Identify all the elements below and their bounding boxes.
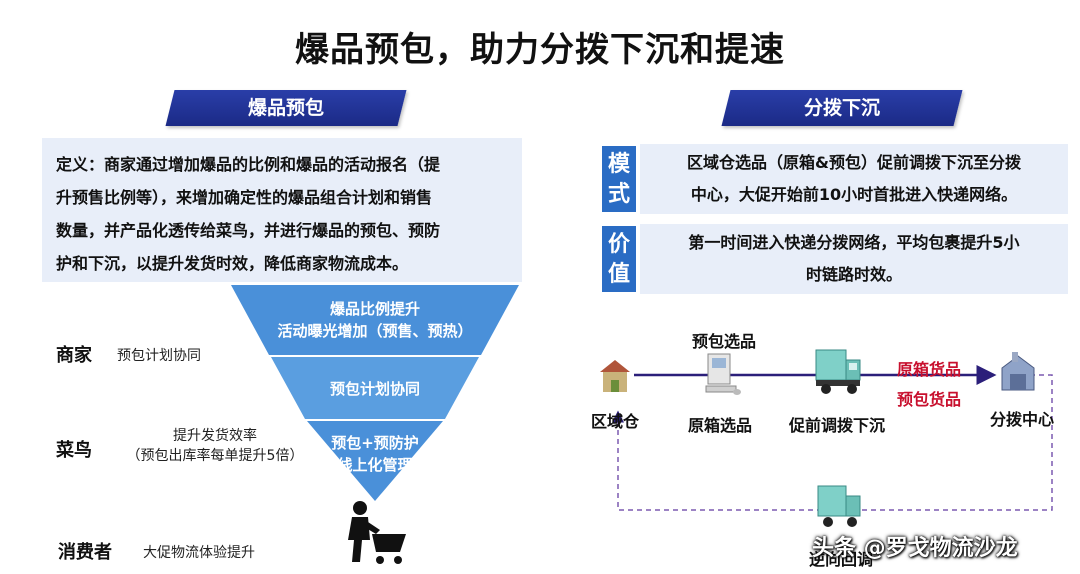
- node-label-distribution-center: 分拨中心: [989, 410, 1054, 429]
- funnel-level-1-text: 爆品比例提升 活动曝光增加（预售、预热）: [240, 298, 510, 342]
- mode-line: 区域仓选品（原箱&预包）促前调拨下沉至分拨: [687, 153, 1021, 172]
- row-note-merchant: 预包计划协同: [117, 348, 201, 364]
- funnel-level-2-text: 预包计划协同: [280, 378, 470, 400]
- badge-char: 模: [607, 152, 630, 177]
- funnel-level-3: [307, 421, 443, 501]
- watermark: 头条 @罗戈物流沙龙: [812, 536, 1018, 561]
- tab-label: 爆品预包: [247, 97, 324, 119]
- row-note-cainiao: 提升发货效率 （预包出库率每单提升5倍）: [112, 426, 318, 466]
- funnel-line: 爆品比例提升: [329, 300, 420, 318]
- row-label-cainiao: 菜鸟: [56, 440, 92, 461]
- page-title: 爆品预包，助力分拨下沉和提速: [295, 30, 785, 70]
- funnel-level-3-text: 预包+预防护 线上化管理: [310, 432, 440, 476]
- note-line: 提升发货效率: [173, 428, 257, 444]
- funnel-diagram: [231, 285, 519, 501]
- shopping-cart-icon: [348, 501, 406, 564]
- red-label-original-box-goods: 原箱货品: [897, 360, 962, 379]
- row-label-consumer: 消费者: [58, 542, 112, 563]
- tab-label: 分拨下沉: [803, 97, 880, 119]
- funnel-line: 预包+预防护: [331, 434, 419, 452]
- node-label-pre-sale-allocation: 促前调拨下沉: [788, 416, 885, 435]
- value-box: 第一时间进入快递分拨网络，平均包裹提升5小 时链路时效。: [640, 224, 1068, 294]
- funnel-level-2: [271, 357, 479, 419]
- definition-line: 升预售比例等），来增加确定性的爆品组合计划和销售: [56, 188, 433, 207]
- value-badge: 价 值: [602, 226, 636, 292]
- warehouse-icon: [600, 360, 630, 392]
- truck-icon: [815, 349, 861, 394]
- flow-label-prepack-selection: 预包选品: [691, 332, 756, 351]
- mode-badge: 模 式: [602, 146, 636, 212]
- distribution-center-icon: [1001, 352, 1035, 391]
- badge-char: 价: [607, 232, 630, 257]
- badge-char: 式: [607, 182, 630, 207]
- return-flow-path: [612, 374, 1053, 511]
- row-note-consumer: 大促物流体验提升: [143, 545, 255, 561]
- tab-distribution-sinking: 分拨下沉: [721, 90, 963, 126]
- red-label-prepack-goods: 预包货品: [897, 390, 962, 409]
- definition-line: 定义：商家通过增加爆品的比例和爆品的活动报名（提: [56, 155, 441, 174]
- node-label-regional-warehouse: 区域仓: [590, 412, 639, 431]
- mode-line: 中心，大促开始前10小时首批进入快递网络。: [690, 185, 1018, 204]
- tab-hot-products-prepack: 爆品预包: [165, 90, 407, 126]
- mode-box: 区域仓选品（原箱&预包）促前调拨下沉至分拨 中心，大促开始前10小时首批进入快递…: [640, 144, 1068, 214]
- return-truck-icon: [817, 485, 861, 527]
- funnel-line: 线上化管理: [337, 456, 413, 474]
- value-line: 时链路时效。: [805, 265, 902, 284]
- definition-box: 定义：商家通过增加爆品的比例和爆品的活动报名（提 升预售比例等），来增加确定性的…: [42, 138, 522, 282]
- funnel-line: 预包计划协同: [329, 380, 420, 398]
- value-line: 第一时间进入快递分拨网络，平均包裹提升5小: [688, 233, 1020, 252]
- flow-connectors: [612, 365, 1053, 511]
- badge-char: 值: [607, 262, 630, 287]
- flow-label-reverse-transfer: 逆向回调: [808, 550, 873, 569]
- definition-line: 数量，并产品化透传给菜鸟，并进行爆品的预包、预防: [56, 221, 441, 240]
- node-label-original-box-selection: 原箱选品: [687, 416, 752, 435]
- definition-line: 护和下沉，以提升发货时效，降低商家物流成本。: [56, 254, 409, 273]
- funnel-line: 活动曝光增加（预售、预热）: [277, 322, 473, 340]
- computer-icon: [705, 353, 741, 395]
- note-line: （预包出库率每单提升5倍）: [126, 448, 304, 464]
- row-label-merchant: 商家: [56, 345, 92, 366]
- funnel-level-1: [231, 285, 519, 355]
